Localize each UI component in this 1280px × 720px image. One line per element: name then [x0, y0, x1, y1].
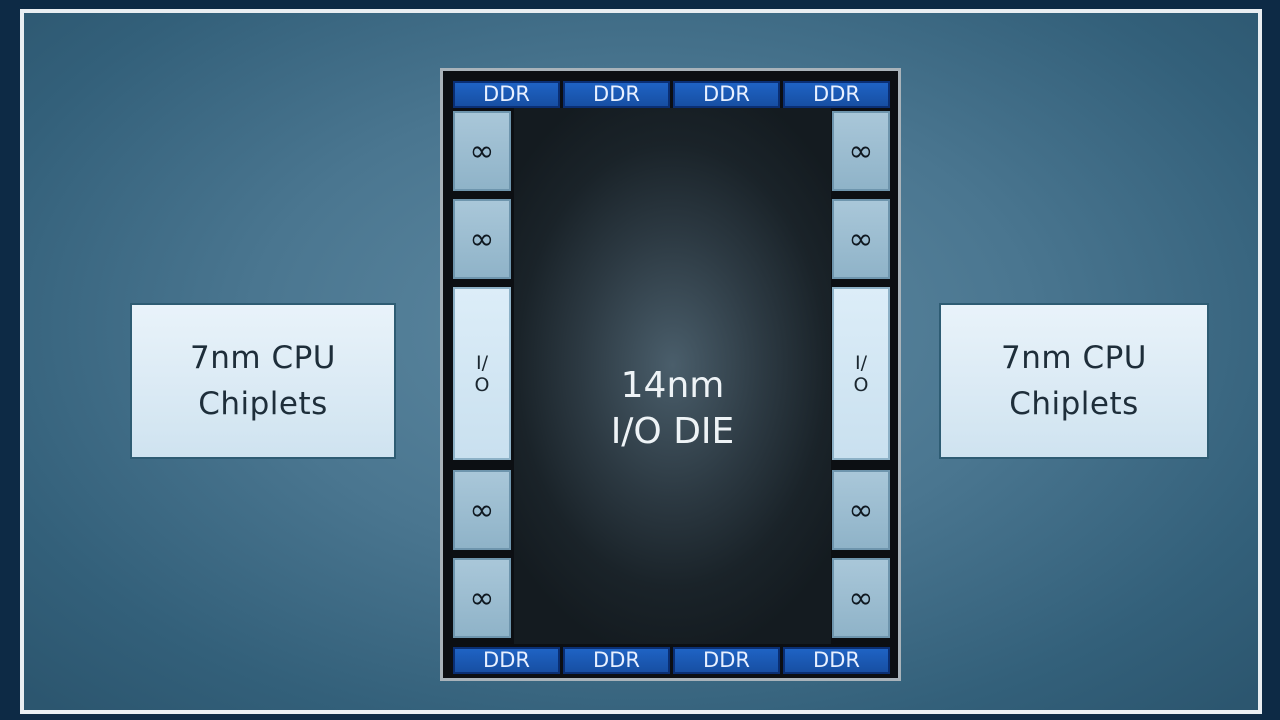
io-label-bottom: O: [853, 373, 869, 396]
infinity-fabric-icon: ∞: [453, 111, 511, 191]
ddr-channel: DDR: [673, 81, 780, 108]
infinity-fabric-icon: ∞: [832, 470, 890, 550]
infinity-fabric-icon: ∞: [453, 199, 511, 279]
io-die-label-line1: 14nm: [620, 365, 725, 406]
ddr-channel: DDR: [783, 647, 890, 674]
ddr-channel: DDR: [453, 81, 560, 108]
infinity-fabric-icon: ∞: [832, 111, 890, 191]
infinity-fabric-icon: ∞: [832, 558, 890, 638]
ddr-channel: DDR: [563, 81, 670, 108]
ddr-channel: DDR: [673, 647, 780, 674]
io-die-core: 14nm I/O DIE: [514, 108, 831, 644]
diagram-frame: 7nm CPU Chiplets 7nm CPU Chiplets DDR DD…: [20, 9, 1262, 714]
ddr-channel: DDR: [783, 81, 890, 108]
io-label-top: I/: [475, 351, 488, 374]
io-label-top: I/: [854, 351, 867, 374]
io-block-right: I/ O: [832, 287, 890, 460]
infinity-fabric-icon: ∞: [453, 558, 511, 638]
chiplet-label-line2: Chiplets: [198, 386, 328, 422]
ddr-channel: DDR: [563, 647, 670, 674]
infinity-fabric-icon: ∞: [832, 199, 890, 279]
io-label-bottom: O: [474, 373, 490, 396]
ddr-channel: DDR: [453, 647, 560, 674]
io-die: DDR DDR DDR DDR ∞ ∞ I/ O ∞ ∞ 14nm I/O DI…: [440, 68, 901, 681]
io-block-left: I/ O: [453, 287, 511, 460]
chiplet-label-line1: 7nm CPU: [190, 340, 336, 376]
cpu-chiplets-right: 7nm CPU Chiplets: [939, 303, 1209, 459]
cpu-chiplets-left: 7nm CPU Chiplets: [130, 303, 396, 459]
io-die-label: 14nm I/O DIE: [514, 363, 831, 455]
infinity-fabric-icon: ∞: [453, 470, 511, 550]
ddr-row-top: DDR DDR DDR DDR: [453, 81, 890, 108]
chiplet-label-line1: 7nm CPU: [1001, 340, 1147, 376]
io-die-label-line2: I/O DIE: [610, 411, 735, 452]
ddr-row-bottom: DDR DDR DDR DDR: [453, 647, 890, 674]
chiplet-label-line2: Chiplets: [1009, 386, 1139, 422]
